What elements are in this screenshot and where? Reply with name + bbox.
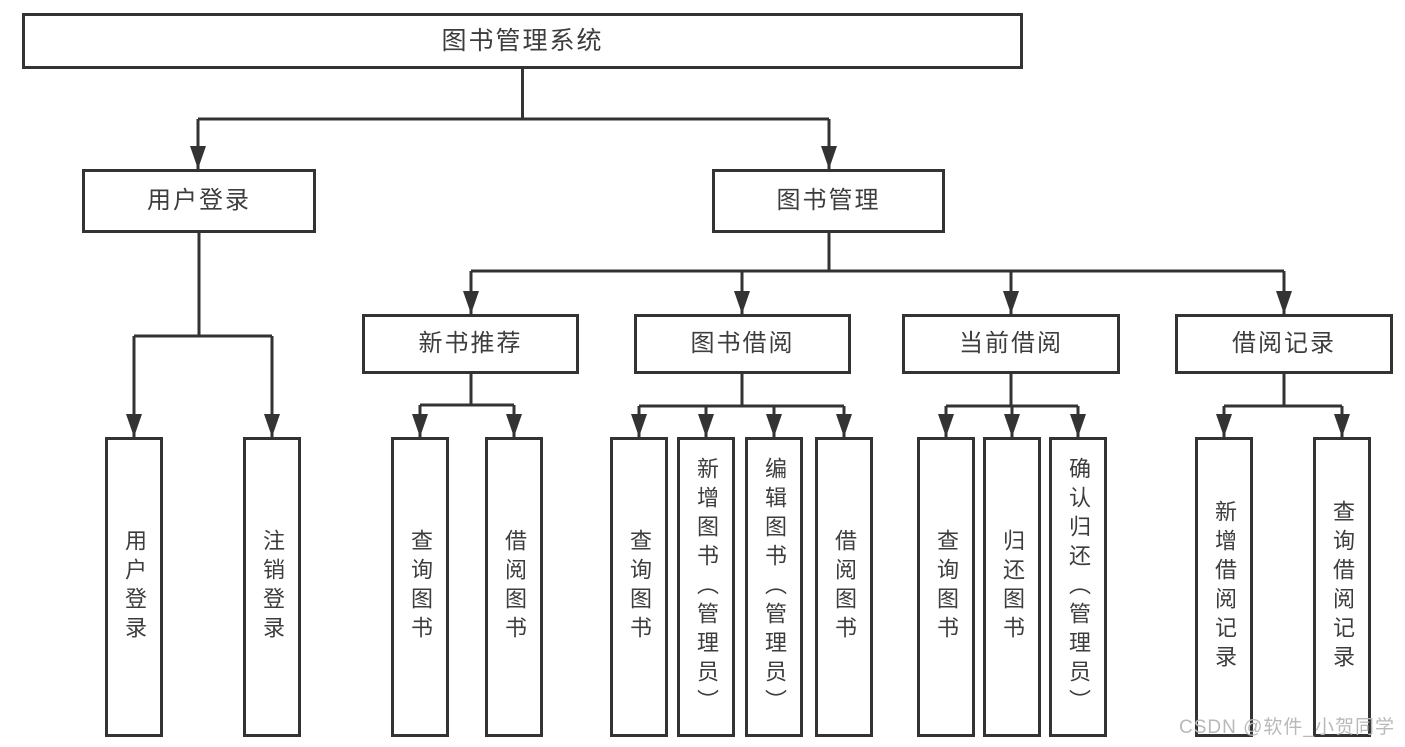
leaf-edit-book-admin: 编辑图书（管理员） <box>745 437 803 737</box>
leaf-query-book-recommend-label: 查询图书 <box>408 529 433 645</box>
leaf-query-borrow-record-label: 查询借阅记录 <box>1330 500 1355 674</box>
leaf-user-login: 用户登录 <box>105 437 163 737</box>
leaf-query-book-borrow: 查询图书 <box>610 437 668 737</box>
leaf-query-book-current-label: 查询图书 <box>934 529 959 645</box>
leaf-confirm-return-admin-label: 确认归还（管理员） <box>1066 456 1091 718</box>
leaf-borrow-book-label: 借阅图书 <box>832 529 857 645</box>
leaf-borrow-book-recommend-label: 借阅图书 <box>502 529 527 645</box>
connector-shafts <box>132 69 1344 437</box>
node-borrow-record: 借阅记录 <box>1175 314 1393 374</box>
node-system-root: 图书管理系统 <box>22 13 1023 69</box>
leaf-return-book: 归还图书 <box>983 437 1041 737</box>
node-user-login-label: 用户登录 <box>147 187 251 214</box>
node-book-borrow: 图书借阅 <box>634 314 851 374</box>
node-new-book-recommend-label: 新书推荐 <box>418 330 523 357</box>
leaf-query-borrow-record: 查询借阅记录 <box>1313 437 1371 737</box>
leaf-query-book-recommend: 查询图书 <box>391 437 449 737</box>
leaf-confirm-return-admin: 确认归还（管理员） <box>1049 437 1107 737</box>
leaf-logout-login: 注销登录 <box>243 437 301 737</box>
leaf-borrow-book: 借阅图书 <box>815 437 873 737</box>
leaf-edit-book-admin-label: 编辑图书（管理员） <box>762 456 787 718</box>
node-current-borrow: 当前借阅 <box>902 314 1120 374</box>
node-current-borrow-label: 当前借阅 <box>959 330 1063 357</box>
leaf-logout-login-label: 注销登录 <box>260 529 285 645</box>
leaf-user-login-label: 用户登录 <box>122 529 147 645</box>
node-system-root-label: 图书管理系统 <box>441 26 604 55</box>
leaf-borrow-book-recommend: 借阅图书 <box>485 437 543 737</box>
node-book-borrow-label: 图书借阅 <box>690 330 795 357</box>
node-borrow-record-label: 借阅记录 <box>1232 330 1336 357</box>
node-book-management-label: 图书管理 <box>776 187 881 214</box>
leaf-return-book-label: 归还图书 <box>1000 529 1025 645</box>
leaf-add-borrow-record: 新增借阅记录 <box>1195 437 1253 737</box>
leaf-query-book-borrow-label: 查询图书 <box>627 529 652 645</box>
leaf-add-book-admin-label: 新增图书（管理员） <box>694 456 719 718</box>
leaf-add-borrow-record-label: 新增借阅记录 <box>1212 500 1237 674</box>
leaf-query-book-current: 查询图书 <box>917 437 975 737</box>
node-book-management: 图书管理 <box>712 169 945 233</box>
node-new-book-recommend: 新书推荐 <box>362 314 579 374</box>
watermark: CSDN @软件_小贺同学 <box>1179 717 1395 738</box>
node-user-login: 用户登录 <box>82 169 316 233</box>
leaf-add-book-admin: 新增图书（管理员） <box>677 437 735 737</box>
